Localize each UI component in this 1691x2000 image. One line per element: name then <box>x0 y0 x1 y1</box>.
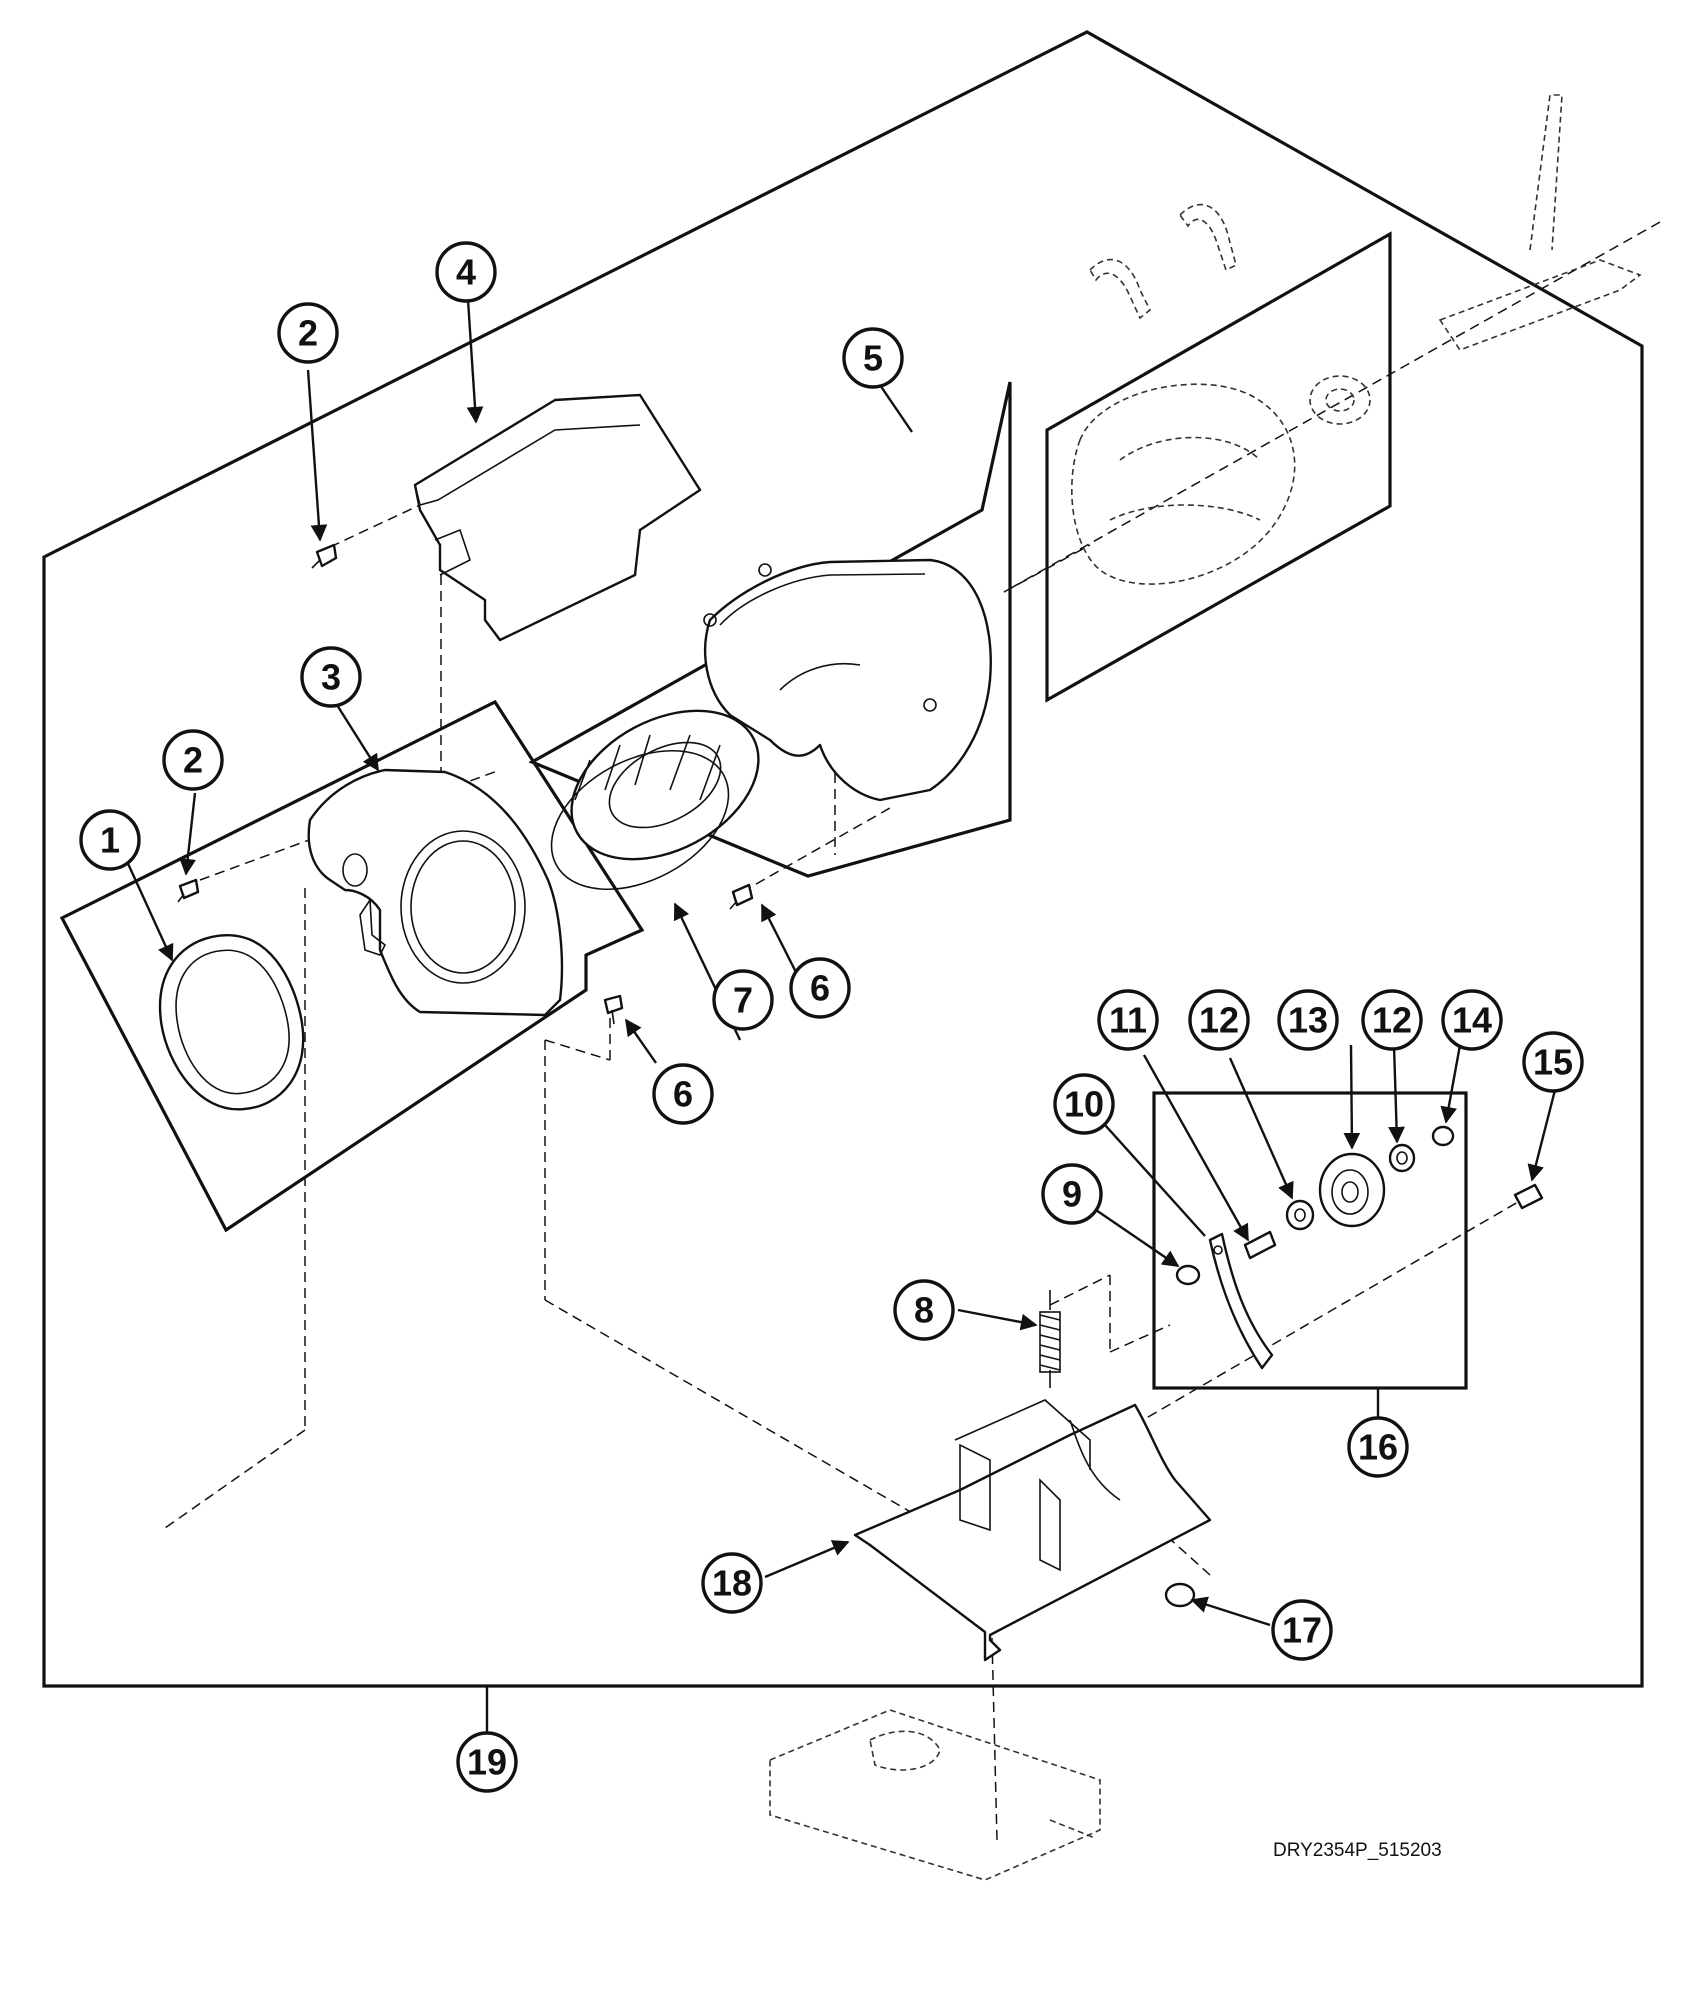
callout-16-label: 16 <box>1358 1427 1398 1468</box>
part-washer-right <box>1388 1143 1416 1173</box>
callout-2-upper: 2 <box>277 302 339 364</box>
part-screw-lower <box>177 878 200 903</box>
idler-group-panel <box>1152 1091 1468 1390</box>
part-spring <box>1039 1290 1061 1388</box>
callout-9-label: 9 <box>1062 1174 1082 1215</box>
callout-12-right-label: 12 <box>1372 1000 1412 1041</box>
callout-3-label: 3 <box>321 657 341 698</box>
callout-11: 11 <box>1097 989 1159 1051</box>
callout-4: 4 <box>435 241 497 303</box>
callout-8-label: 8 <box>914 1290 934 1331</box>
part-blower-housing-plate <box>307 768 564 1017</box>
motor-panel <box>1045 231 1392 703</box>
part-base-nut <box>1164 1582 1196 1608</box>
callout-10-label: 10 <box>1064 1084 1104 1125</box>
housing-panel <box>59 699 645 1233</box>
callout-18-label: 18 <box>712 1563 752 1604</box>
callout-19-label: 19 <box>467 1742 507 1783</box>
callout-1: 1 <box>79 809 141 871</box>
part-seal-ring <box>158 934 305 1111</box>
callout-2-upper-label: 2 <box>298 313 318 354</box>
blower-panel <box>528 381 1012 878</box>
callout-15: 15 <box>1522 1031 1584 1093</box>
part-washer-left <box>1285 1199 1315 1231</box>
part-screw-upper <box>311 543 338 569</box>
part-idler-pulley <box>1318 1152 1386 1228</box>
callout-18: 18 <box>701 1552 763 1614</box>
callout-4-label: 4 <box>456 252 476 293</box>
part-nut-right <box>1431 1125 1455 1147</box>
callout-11-label: 11 <box>1109 1000 1147 1041</box>
callout-2-lower: 2 <box>162 729 224 791</box>
callout-10: 10 <box>1053 1073 1115 1135</box>
callout-6-upper: 6 <box>789 957 851 1019</box>
callout-19: 19 <box>456 1731 518 1793</box>
callout-5-label: 5 <box>863 338 883 379</box>
callout-13-label: 13 <box>1288 1000 1328 1041</box>
part-idler-arm <box>1208 1232 1274 1370</box>
callout-2-lower-label: 2 <box>183 740 203 781</box>
callout-1-label: 1 <box>100 820 120 861</box>
callout-8: 8 <box>893 1279 955 1341</box>
callout-6-lower-label: 6 <box>673 1074 693 1115</box>
callout-17-label: 17 <box>1282 1610 1322 1651</box>
part-motor-mount-base <box>853 1399 1212 1662</box>
callout-5: 5 <box>842 327 904 389</box>
callout-3: 3 <box>300 646 362 708</box>
callout-13: 13 <box>1277 989 1339 1051</box>
callout-14: 14 <box>1441 989 1503 1051</box>
callout-16: 16 <box>1347 1416 1409 1478</box>
part-duct-cover <box>413 393 702 642</box>
part-idler-shaft <box>1243 1230 1277 1260</box>
callout-14-label: 14 <box>1452 1000 1492 1041</box>
drawing-code: DRY2354P_515203 <box>1273 1840 1442 1861</box>
part-blower-wheel <box>550 709 760 891</box>
assembly-guide-lines <box>164 221 1661 1841</box>
leader-lines <box>123 299 1557 1732</box>
part-fan-housing <box>703 558 992 802</box>
callout-12-right: 12 <box>1361 989 1423 1051</box>
ghost-parts <box>769 94 1642 1881</box>
part-screw-fan-housing <box>729 883 754 910</box>
callout-7-label: 7 <box>733 980 753 1021</box>
callout-12-left: 12 <box>1188 989 1250 1051</box>
part-nut-small <box>1175 1264 1201 1286</box>
callout-9: 9 <box>1041 1163 1103 1225</box>
part-screw-housing-plate <box>603 994 624 1025</box>
callout-15-label: 15 <box>1533 1042 1573 1083</box>
callout-6-lower: 6 <box>652 1063 714 1125</box>
callout-12-left-label: 12 <box>1199 1000 1239 1041</box>
callout-7: 7 <box>712 969 774 1031</box>
part-bolt <box>1513 1183 1544 1210</box>
assembly-frame <box>42 30 1644 1688</box>
callout-17: 17 <box>1271 1599 1333 1661</box>
callout-6-upper-label: 6 <box>810 968 830 1009</box>
